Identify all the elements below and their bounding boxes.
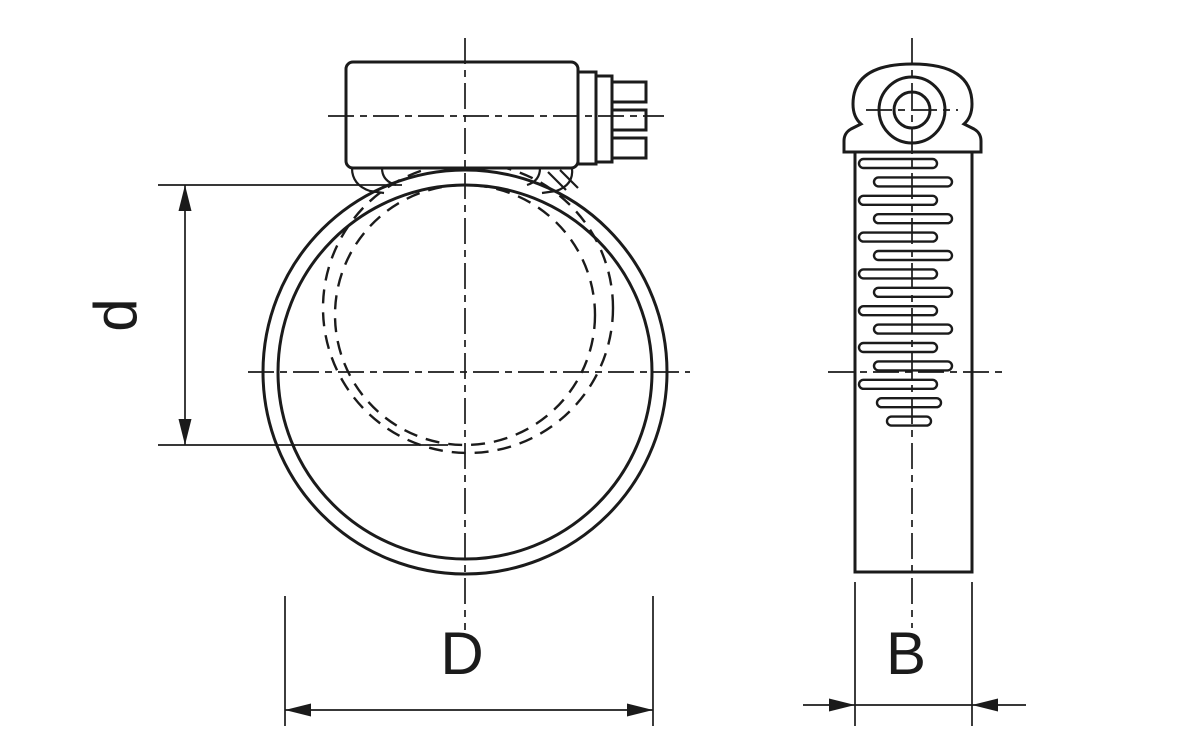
band-slot — [872, 212, 954, 225]
band-slot — [857, 231, 939, 243]
dimension-B: B — [803, 582, 1026, 726]
band-slot — [885, 415, 933, 427]
band-slot — [857, 341, 939, 354]
dimension-B-label: B — [886, 620, 926, 687]
dimension-D-label: D — [440, 620, 483, 687]
center-lines — [248, 38, 1006, 630]
band-slot — [872, 249, 954, 262]
worm-housing — [344, 60, 580, 170]
band-slot — [857, 378, 939, 390]
band-slots — [857, 157, 954, 427]
band-slot — [857, 268, 939, 280]
screw-slot-tab — [610, 108, 648, 132]
band-slot — [872, 176, 954, 188]
band-slot — [875, 397, 943, 409]
screw-head — [576, 70, 648, 166]
band-end-hatch — [559, 169, 579, 189]
screw-slot-tab — [610, 80, 648, 104]
right-foot-outer — [541, 167, 574, 195]
dimension-D: D — [284, 596, 654, 726]
screw-head-base — [594, 74, 614, 164]
band-slot — [872, 360, 954, 372]
band-slot — [857, 157, 939, 170]
dimension-d-label: d — [82, 298, 149, 331]
band-slot — [872, 286, 954, 298]
screw-collar — [576, 70, 598, 166]
right-foot-inner — [526, 167, 542, 187]
front-view — [261, 60, 669, 576]
dimension-arrow-left — [285, 703, 311, 717]
band-end-hatch — [547, 171, 567, 191]
dimension-d: d — [82, 184, 448, 446]
band-slot — [872, 323, 954, 335]
band-slot — [857, 194, 939, 207]
dimension-arrow-left-tip — [972, 698, 998, 712]
dimension-arrow-right-tip — [829, 698, 855, 712]
dimension-arrow-right — [627, 703, 653, 717]
dimension-arrow-up — [178, 185, 192, 211]
screw-slot-tab — [610, 136, 648, 160]
clamp-range-max-dashed-circle — [321, 161, 615, 455]
clamp-range-min-dashed-circle — [333, 183, 597, 447]
band-slot — [857, 305, 939, 317]
dimension-arrow-down — [178, 419, 192, 445]
left-foot-outer — [350, 167, 385, 195]
